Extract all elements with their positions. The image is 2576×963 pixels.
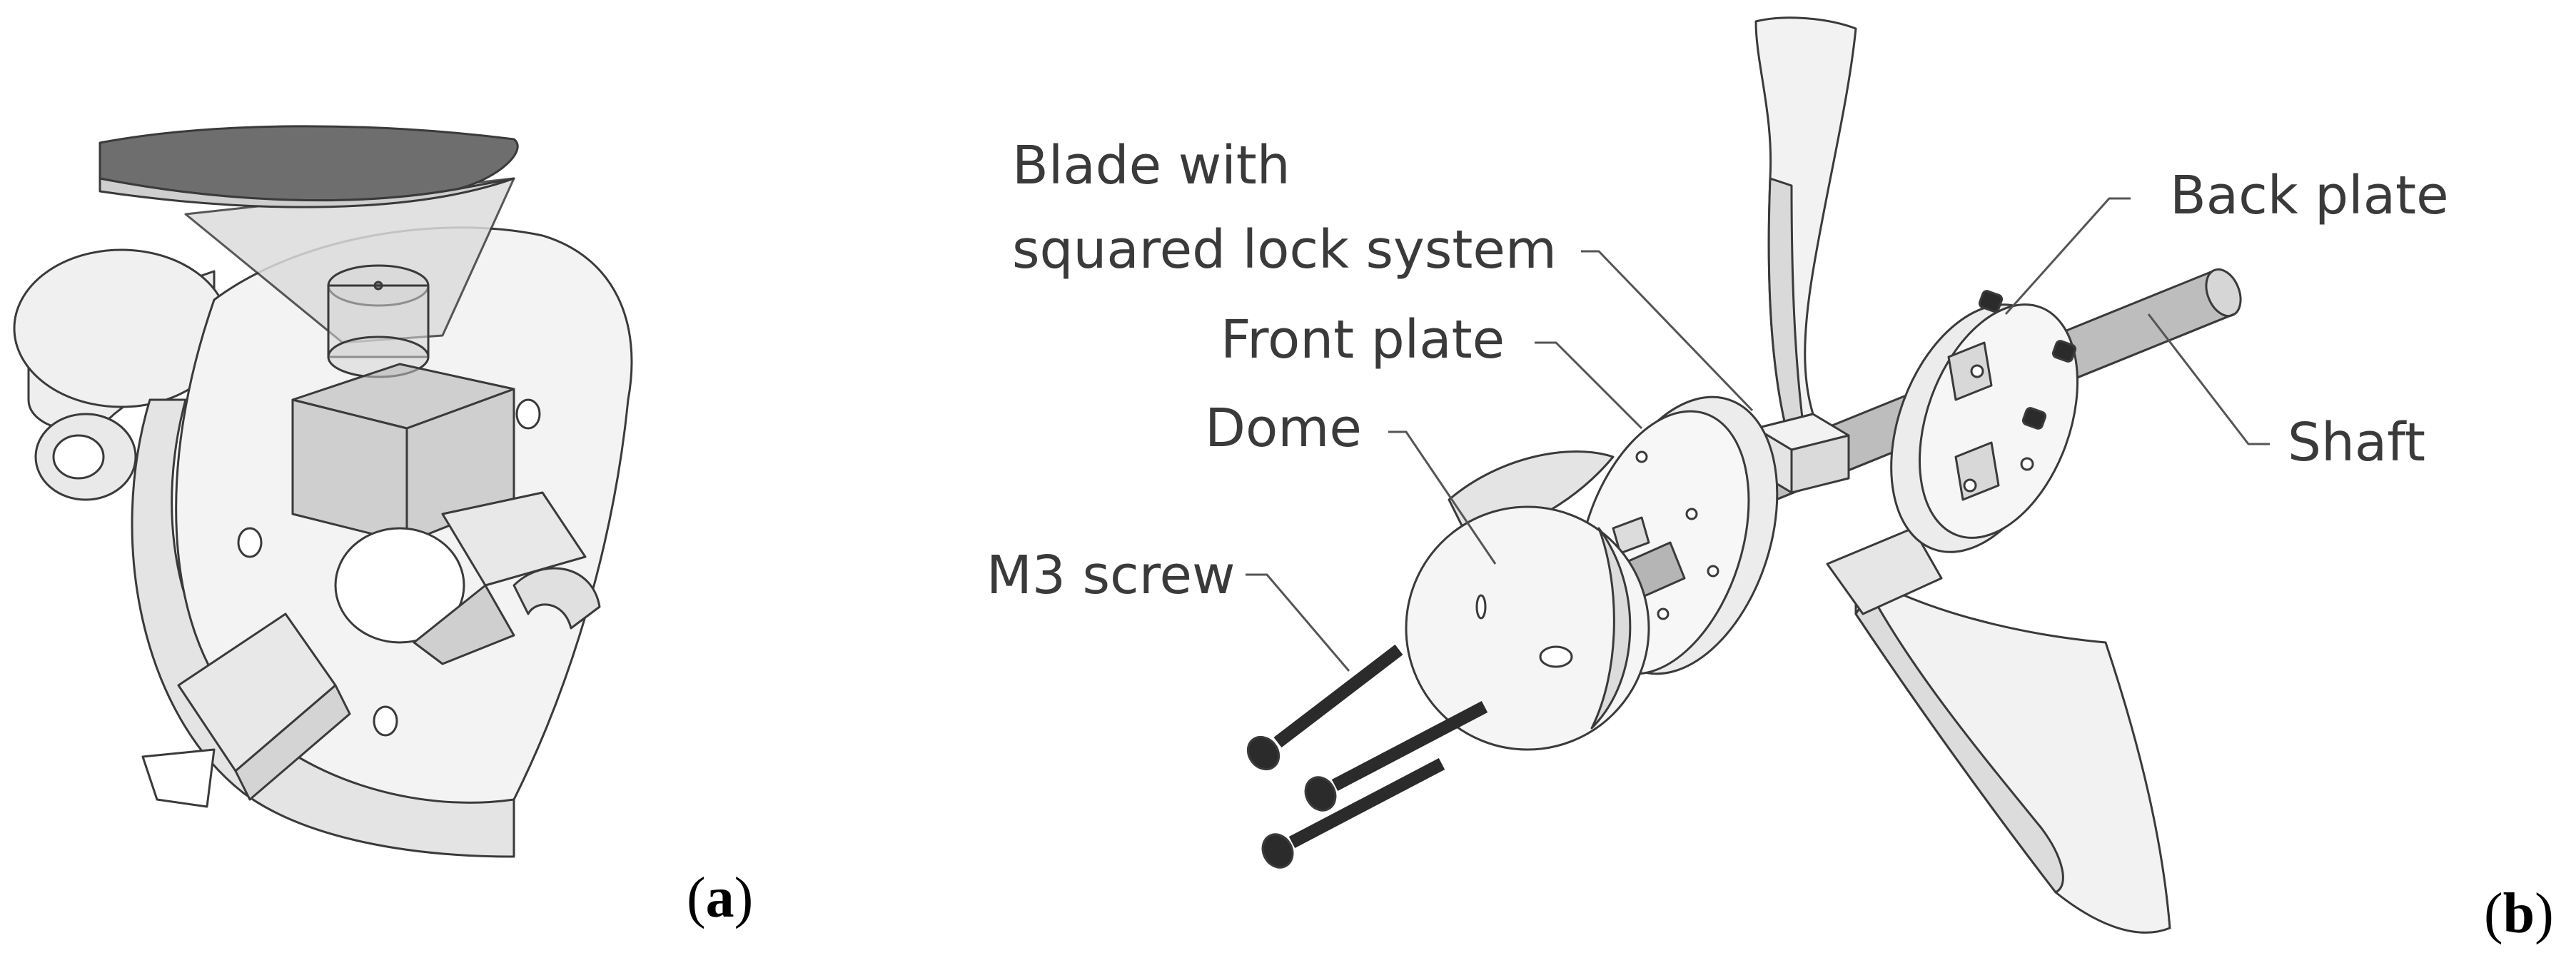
leader-front-plate xyxy=(1535,341,1643,430)
hub-pockets xyxy=(177,491,587,801)
panel-label-a: (a) xyxy=(687,869,753,927)
blade-upper-shade xyxy=(1767,177,1804,423)
panel-label-a-open: ( xyxy=(687,867,706,929)
hub-holes xyxy=(237,398,541,737)
leader-back-plate xyxy=(2004,197,2131,316)
blade-lower xyxy=(1854,570,2171,934)
panel-label-a-close: ) xyxy=(734,867,754,929)
blade-lower-shade xyxy=(1854,591,2064,894)
panel-label-b-close: ) xyxy=(2535,882,2554,945)
hub-bottom-notch xyxy=(141,748,216,808)
blade-lower-root xyxy=(1826,527,1943,615)
panel-label-b: (b) xyxy=(2484,885,2554,942)
callout-m3-screw: M3 screw xyxy=(986,545,1236,606)
panel-b-exploded-view xyxy=(1246,16,2270,934)
m3-screw-1 xyxy=(1246,644,1403,771)
callout-front-plate: Front plate xyxy=(1221,309,1505,370)
m3-screw-3 xyxy=(1261,758,1445,869)
blade-root-rim xyxy=(99,177,515,208)
leader-lines xyxy=(1246,197,2270,672)
callout-blade-line1: Blade with xyxy=(1012,135,1290,196)
panel-a-hub-detail xyxy=(13,125,633,858)
m3-screws xyxy=(1246,644,1488,869)
callout-blade-line2: squared lock system xyxy=(1012,219,1557,281)
callout-dome: Dome xyxy=(1205,398,1362,459)
leader-shaft xyxy=(2147,313,2270,445)
front-plate xyxy=(1576,395,1779,675)
blade-stem-transparent xyxy=(327,264,430,378)
back-plate-nuts xyxy=(1978,290,2077,430)
leader-blade xyxy=(1581,250,1754,412)
dome xyxy=(1405,450,1650,751)
back-plate xyxy=(1890,303,2079,553)
panel-label-b-letter: b xyxy=(2502,882,2535,945)
panel-label-a-letter: a xyxy=(705,867,734,929)
panel-label-b-open: ( xyxy=(2484,882,2503,945)
callout-shaft: Shaft xyxy=(2288,412,2425,473)
hub-side-lug xyxy=(13,248,230,501)
hub-notch xyxy=(512,567,601,630)
callout-back-plate: Back plate xyxy=(2170,165,2449,226)
leader-m3-screw xyxy=(1246,573,1350,672)
leader-dome xyxy=(1388,430,1497,565)
m3-screw-2 xyxy=(1304,701,1488,812)
